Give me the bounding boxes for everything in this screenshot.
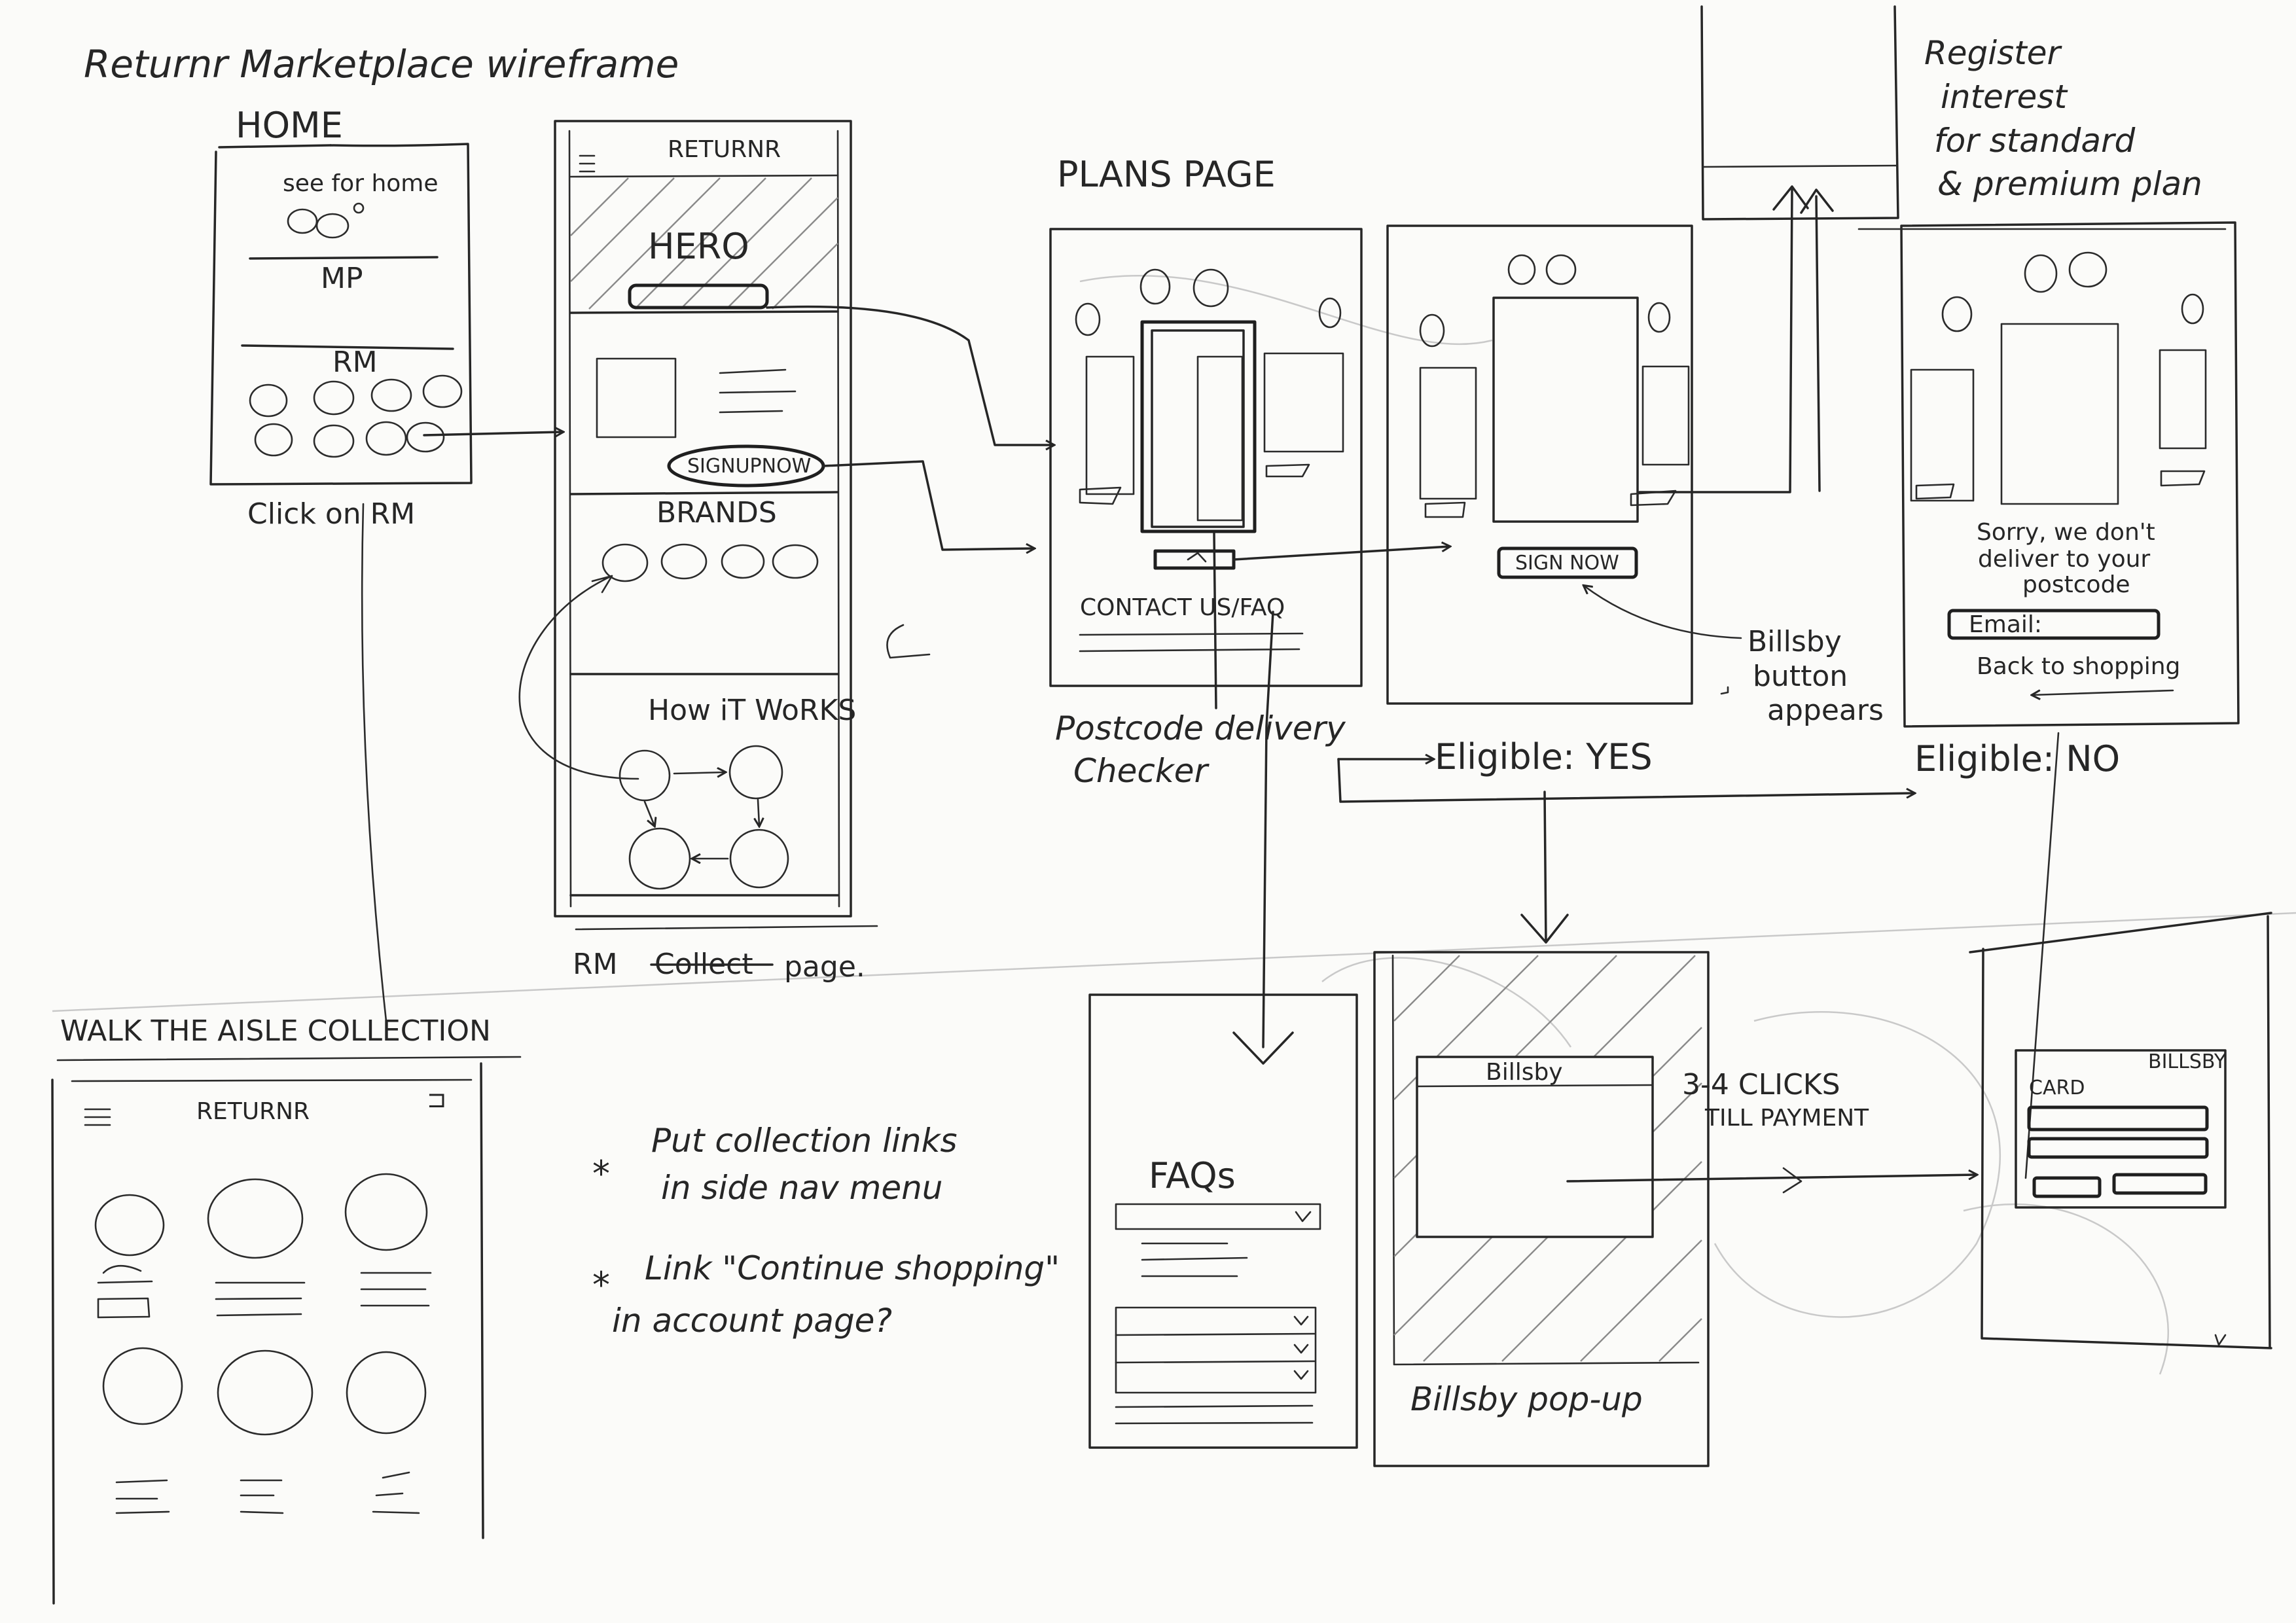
arrow-faq-head xyxy=(1232,1031,1294,1065)
register-interest-wireframe: Register interest for standard & premium… xyxy=(1700,5,2202,221)
walk-heading: WALK THE AISLE COLLECTION xyxy=(60,1014,491,1048)
billsby-caption: Billsby pop-up xyxy=(1410,1380,1643,1418)
arrow-mid-head xyxy=(1782,1167,1803,1194)
sheet-title: Returnr Marketplace wireframe xyxy=(84,42,679,86)
rm-hero-hatch xyxy=(570,177,838,310)
arrow-no-to-register xyxy=(1800,188,1834,492)
yes-annotation-line1: Billsby xyxy=(1748,625,1842,658)
yes-annotation-line3: appears xyxy=(1767,694,1884,727)
register-line3: for standard xyxy=(1934,122,2136,160)
card-name-field[interactable] xyxy=(2027,1137,2209,1159)
arrow-signup-to-plans xyxy=(822,460,1034,550)
rm-caption-prefix: RM xyxy=(573,948,618,981)
home-heading: HOME xyxy=(236,105,343,146)
arrow-yes-to-billsby xyxy=(1520,791,1569,944)
note2-line2: in account page? xyxy=(612,1302,892,1340)
rm-how-it-works: How iT WoRKS xyxy=(648,694,856,727)
home-section-rm: RM xyxy=(332,346,378,379)
no-message-line2: deliver to your xyxy=(1978,546,2150,573)
eligible-no-wireframe: Sorry, we don't deliver to your postcode… xyxy=(1857,221,2240,779)
rm-hero-label: HERO xyxy=(648,226,749,267)
note1-bullet: * xyxy=(592,1153,610,1194)
billsby-popup-title: Billsby xyxy=(1486,1059,1563,1086)
card-expiry-field[interactable] xyxy=(2032,1176,2102,1198)
card-payment-wireframe: CARD BILLSBY xyxy=(1969,912,2272,1349)
faqs-wireframe: FAQs xyxy=(1088,993,1358,1449)
arrow-no-to-card xyxy=(2024,732,2060,1179)
card-cvc-field[interactable] xyxy=(2112,1173,2208,1195)
faqs-title: FAQs xyxy=(1149,1155,1236,1196)
rm-page-wireframe: RETURNR HERO SIGNUPNOW BRANDS How iT WoR… xyxy=(554,120,878,984)
section-divider xyxy=(52,912,2296,1012)
register-line1: Register xyxy=(1924,34,2063,72)
card-number-field[interactable] xyxy=(2027,1105,2209,1132)
eligible-no-label: Eligible: NO xyxy=(1914,738,2120,779)
bleed-through-marks xyxy=(1079,274,2169,1375)
arrow-hero-to-plans xyxy=(766,305,1054,445)
arrow-plans-to-faq xyxy=(1213,532,1274,1048)
card-label: CARD xyxy=(2029,1077,2085,1099)
walk-the-aisle-wireframe: WALK THE AISLE COLLECTION RETURNR ⊐ xyxy=(51,1014,522,1605)
arrow-walk-to-home xyxy=(361,503,387,1022)
home-wireframe: HOME see for home MP RM Click on RM xyxy=(209,105,473,531)
annotation-tick xyxy=(1720,686,1729,695)
billsby-clicks-line1: 3-4 CLICKS xyxy=(1682,1068,1840,1101)
note1-line2: in side nav menu xyxy=(661,1169,942,1207)
arrow-billsby-button xyxy=(1584,586,1742,639)
note1-line1: Put collection links xyxy=(651,1122,958,1160)
plans-heading: PLANS PAGE xyxy=(1057,154,1276,195)
notes: * Put collection links in side nav menu … xyxy=(592,1122,1060,1340)
no-email-field[interactable] xyxy=(1947,609,2161,640)
card-corner-mark xyxy=(2214,1334,2227,1346)
note2-bullet: * xyxy=(592,1264,610,1306)
home-section-mp: MP xyxy=(321,262,363,295)
rm-signup-label: SIGNUPNOW xyxy=(687,455,811,478)
arrow-to-eligible-no xyxy=(1337,758,1914,803)
arrow-home-to-rm xyxy=(423,432,563,435)
rm-caption-suffix: page. xyxy=(784,950,865,984)
rm-brands: BRANDS xyxy=(656,496,777,529)
rm-menu-icon xyxy=(579,154,596,173)
no-message-line3: postcode xyxy=(2022,571,2130,598)
arrow-plans-to-yes xyxy=(1232,546,1450,561)
eligible-yes-label: Eligible: YES xyxy=(1435,736,1653,777)
register-line4: & premium plan xyxy=(1937,165,2202,203)
arrow-loop-brands xyxy=(518,575,639,780)
card-brand: BILLSBY xyxy=(2148,1050,2227,1073)
home-caption: Click on RM xyxy=(247,497,415,531)
arrow-side-mark xyxy=(886,624,931,659)
rm-header: RETURNR xyxy=(668,136,781,163)
plans-contact: CONTACT US/FAQ xyxy=(1080,594,1285,621)
billsby-clicks-line2: TILL PAYMENT xyxy=(1704,1105,1869,1132)
eligible-yes-wireframe: SIGN NOW Eligible: YES Billsby button ap… xyxy=(1386,224,1884,777)
billsby-popup-wireframe: Billsby Billsby pop-up xyxy=(1373,951,1710,1467)
walk-menu-icon xyxy=(84,1108,111,1126)
plans-page-wireframe: PLANS PAGE CONTACT US/FAQ Postcode deliv… xyxy=(1049,154,1363,790)
no-email-label: Email: xyxy=(1969,611,2042,638)
yes-annotation-line2: button xyxy=(1753,660,1848,693)
arrow-yes-to-register xyxy=(1638,185,1809,493)
walk-header: RETURNR xyxy=(196,1098,310,1125)
yes-signup-label: SIGN NOW xyxy=(1515,552,1619,575)
note2-line1: Link "Continue shopping" xyxy=(645,1249,1060,1287)
home-section-top: see for home xyxy=(283,170,439,197)
walk-bag-icon: ⊐ xyxy=(427,1086,446,1113)
plans-postcode-line1: Postcode delivery xyxy=(1055,709,1346,747)
arrow-popup-to-card xyxy=(1566,1175,1977,1183)
no-message-line1: Sorry, we don't xyxy=(1977,519,2155,546)
no-back-link[interactable]: Back to shopping xyxy=(1977,653,2180,680)
plans-postcode-line2: Checker xyxy=(1073,752,1210,790)
register-line2: interest xyxy=(1941,78,2068,116)
yes-signup-button[interactable] xyxy=(1497,546,1638,579)
